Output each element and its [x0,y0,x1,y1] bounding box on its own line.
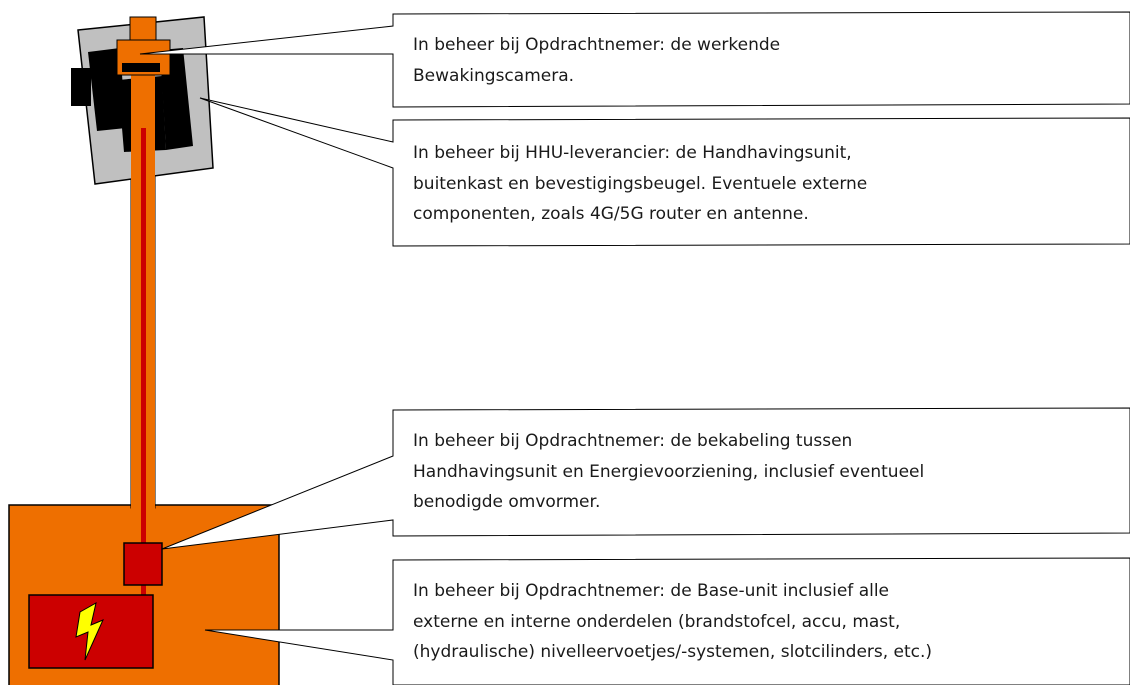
callout-line: componenten, zoals 4G/5G router en anten… [413,204,809,224]
callout-box-cabling [161,407,1130,550]
callout-line: In beheer bij Opdrachtnemer: de bekabeli… [413,431,853,451]
callout-box-base-unit [204,557,1130,685]
lightning-bolt-icon [75,602,104,661]
camera-lens-left [71,68,91,106]
callout-line: externe en interne onderdelen (brandstof… [413,611,901,632]
camera-mount [129,16,157,44]
callout-line: benodigde omvormer. [413,492,601,512]
callout-text-enforcement-unit: In beheer bij HHU-leverancier: de Handha… [413,138,867,230]
cable [141,128,146,600]
callout-line: buitenkast en bevestigingsbeugel. Eventu… [413,173,868,194]
callout-box-enforcement-unit [199,97,1130,247]
callout-line: Bewakingscamera. [413,65,575,86]
callout-line: In beheer bij HHU-leverancier: de Handha… [413,143,852,163]
callout-text-surveillance-camera: In beheer bij Opdrachtnemer: de werkende… [413,30,780,91]
callout-box-surveillance-camera [139,11,1130,108]
callout-text-cabling: In beheer bij Opdrachtnemer: de bekabeli… [413,426,924,518]
callout-line: Handhavingsunit en Energievoorziening, i… [413,461,925,482]
callout-line: (hydraulische) nivelleervoetjes/-systeme… [413,642,933,662]
converter-box [123,542,163,586]
callout-line: In beheer bij Opdrachtnemer: de werkende [413,35,781,55]
callout-line: In beheer bij Opdrachtnemer: de Base-uni… [413,581,890,601]
camera-slot [122,63,160,72]
callout-text-base-unit: In beheer bij Opdrachtnemer: de Base-uni… [413,576,932,668]
